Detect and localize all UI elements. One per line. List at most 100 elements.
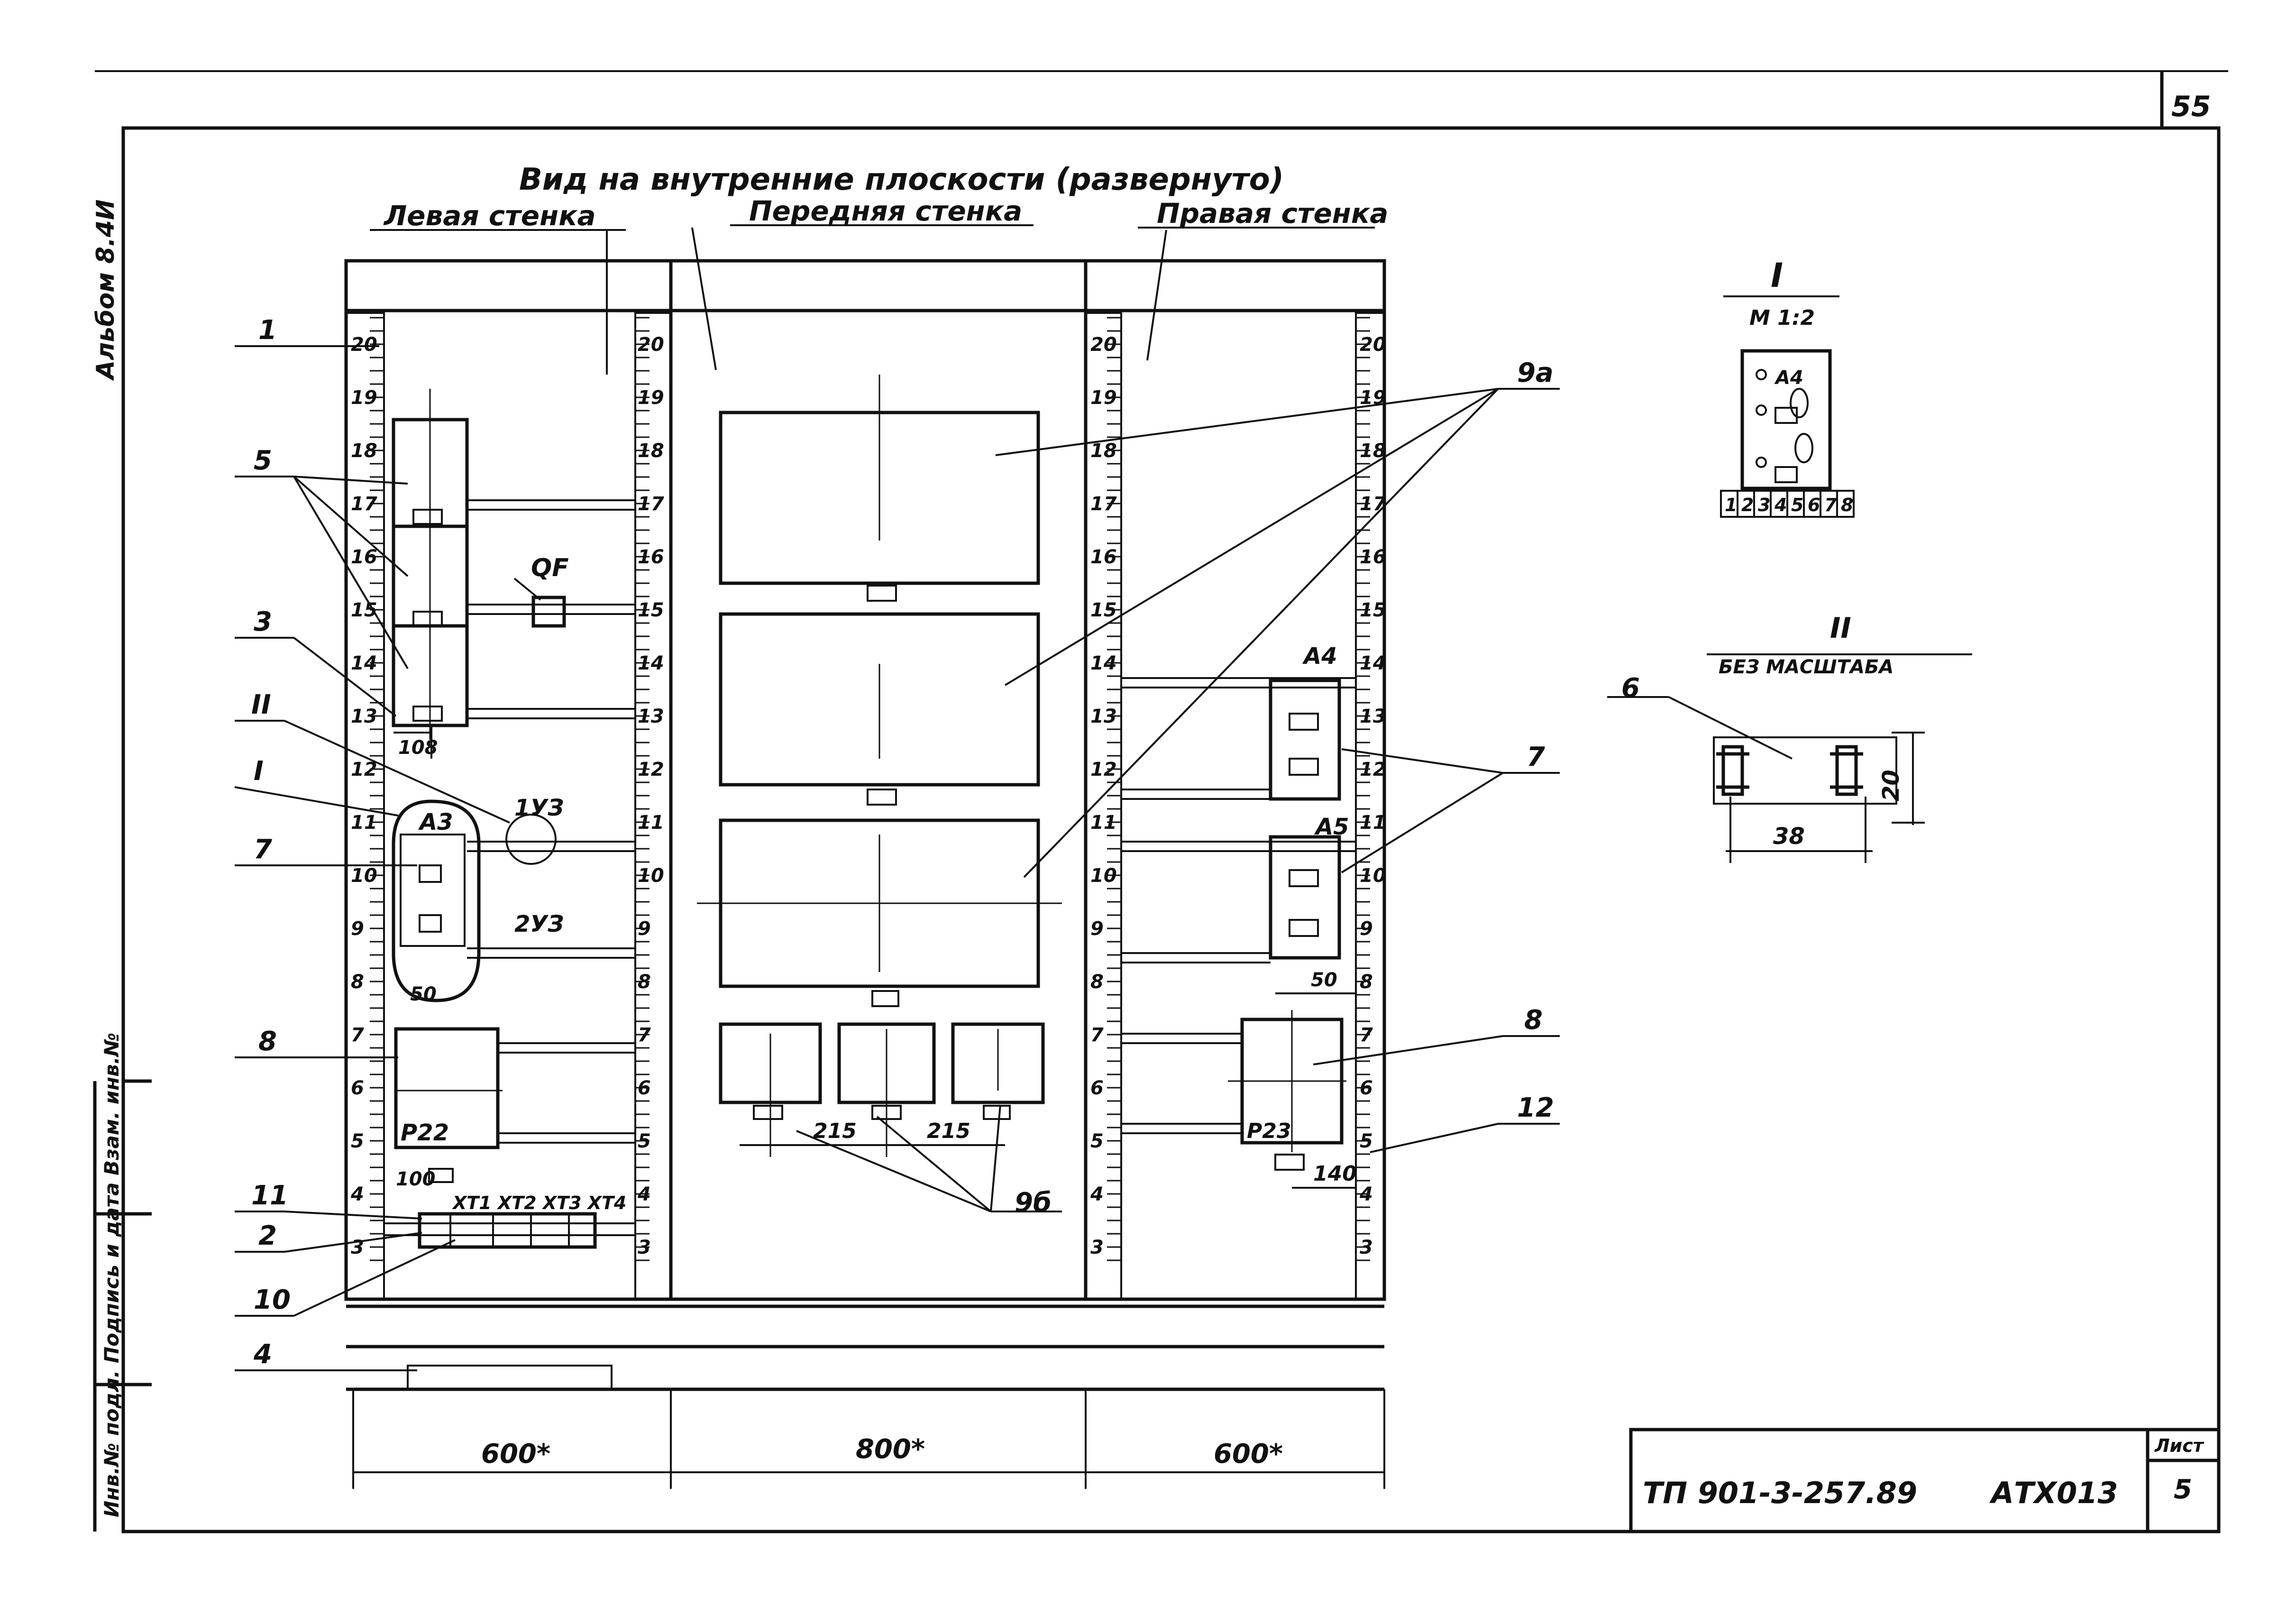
device-a3	[400, 834, 466, 947]
detail-i-title: I	[1771, 256, 1783, 295]
callout-9a: 9а	[1517, 358, 1554, 388]
terminal-block-xt	[418, 1212, 597, 1249]
device-a4-tag	[1289, 713, 1319, 731]
leader-line	[293, 476, 409, 670]
rail-outline	[1085, 312, 1122, 1300]
detail-i-tag	[1775, 407, 1798, 424]
callout-ii: II	[251, 689, 271, 720]
rail-right-wall-outer	[1355, 312, 1385, 1300]
leader-line	[990, 1104, 1001, 1212]
module-tag	[412, 706, 443, 722]
detail-i-terminal-number: 5	[1791, 495, 1803, 515]
wall-right-label: Правая стенка	[1157, 197, 1388, 229]
detail-i-scale: М 1:2	[1749, 306, 1815, 330]
leader-line	[513, 578, 541, 601]
callout-5: 5	[254, 445, 272, 476]
detail-i-led	[1794, 433, 1813, 463]
detail-i-terminal-number: 1	[1725, 495, 1737, 515]
relay-p22-label: Р22	[401, 1119, 449, 1146]
rail-number: 4	[1090, 1184, 1104, 1205]
detail-i-a4: А4	[1774, 367, 1803, 389]
device-a5-tag	[1289, 919, 1319, 937]
detail-i-terminal-number: 7	[1824, 495, 1837, 515]
detail-ii-dim-20: 20	[1878, 770, 1904, 801]
doc-mark: АТХ013	[1989, 1476, 2118, 1510]
detail-i-hole	[1756, 369, 1767, 380]
front-panel-2-tag	[867, 789, 897, 806]
width-right: 600*	[1214, 1439, 1283, 1469]
detail-i-hole	[1756, 457, 1767, 468]
rail-number: 9	[1090, 918, 1104, 940]
width-left: 600*	[481, 1439, 550, 1469]
dim-215-a: 215	[813, 1119, 857, 1143]
detail-i-outline	[392, 799, 481, 1002]
album-label: Альбом 8.4И	[91, 200, 120, 382]
rail-number: 3	[1090, 1237, 1104, 1258]
wall-front-label: Передняя стенка	[749, 195, 1022, 227]
callout-7: 7	[254, 834, 272, 865]
dim-140: 140	[1313, 1162, 1357, 1186]
rail-number: 7	[1090, 1024, 1104, 1046]
callout-8: 8	[258, 1026, 277, 1057]
leader-line	[995, 388, 1499, 456]
detail-i-terminal-number: 4	[1774, 495, 1787, 515]
sheet-label: Лист	[2154, 1435, 2205, 1456]
callout-6: 6	[1621, 673, 1640, 704]
rail-right-wall-inner	[1085, 312, 1122, 1300]
leader-line	[1023, 388, 1499, 878]
sheet-number: 5	[2174, 1474, 2192, 1505]
front-small-3-tag	[983, 1105, 1011, 1120]
breaker-qf-label: QF	[531, 554, 569, 582]
device-a3-tag	[419, 914, 442, 933]
rail-outline	[634, 312, 672, 1300]
detail-i-terminal-number: 3	[1758, 495, 1770, 515]
device-1v3-label: 1УЗ	[514, 795, 564, 821]
device-a5	[1269, 835, 1341, 960]
callout-1: 1	[258, 315, 277, 346]
leader-line	[1341, 748, 1503, 774]
rail-outline	[1355, 312, 1385, 1300]
rail-number: 7	[351, 1024, 364, 1046]
base-plate-4	[407, 1365, 613, 1390]
detail-ii-title: II	[1830, 612, 1851, 645]
rail-number: 9	[351, 918, 364, 940]
detail-ii-clip-left	[1721, 745, 1744, 796]
detail-i-device	[1740, 349, 1832, 490]
rail-number: 4	[350, 1184, 364, 1205]
detail-ii-scale: БЕЗ МАСШТАБА	[1719, 656, 1894, 678]
front-small-1-tag	[753, 1105, 783, 1120]
leader-line	[284, 1211, 422, 1220]
dim-100-tag	[428, 1168, 454, 1183]
rail-number: 6	[1090, 1077, 1104, 1099]
detail-i-hole	[1756, 404, 1767, 416]
device-2v3-label: 2УЗ	[514, 911, 564, 937]
detail-i-terminal-number: 6	[1808, 495, 1820, 515]
detail-ii-body	[1713, 736, 1897, 805]
leader-line	[293, 476, 408, 485]
detail-i-led	[1790, 388, 1809, 418]
detail-ii-clip-right	[1835, 745, 1858, 796]
module-tag	[412, 611, 443, 627]
device-a5-tag	[1289, 869, 1319, 887]
device-a4-tag	[1289, 758, 1319, 776]
leader-line	[1341, 772, 1504, 873]
callout-4: 4	[253, 1339, 272, 1370]
dim-108: 108	[398, 737, 438, 759]
rail-number: 8	[351, 971, 364, 993]
device-a5-label: А5	[1314, 814, 1349, 840]
leader-line	[796, 1130, 991, 1212]
side-stamp: Инв.№ подл. Подпись и дата Взам. инв.№	[100, 1033, 123, 1517]
callout-3: 3	[254, 606, 272, 637]
leader-line	[284, 720, 510, 824]
callout-11: 11	[251, 1180, 288, 1211]
leader-line	[876, 1116, 992, 1212]
view-title: Вид на внутренние плоскости (развернуто)	[519, 162, 1284, 197]
front-panel-3-tag	[871, 990, 899, 1007]
width-front: 800*	[856, 1434, 925, 1465]
module-tag	[412, 509, 443, 525]
callout-9b: 9б	[1015, 1187, 1052, 1218]
rail-number: 5	[1090, 1130, 1104, 1152]
front-panel-1-tag	[867, 585, 897, 602]
